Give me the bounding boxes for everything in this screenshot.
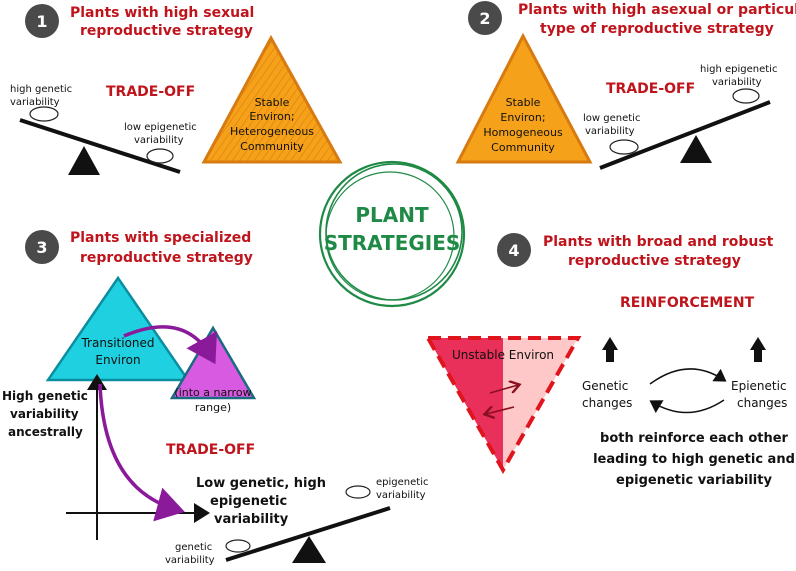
number-badge-3 [25,230,59,264]
q2-tri-line4: Community [491,141,555,154]
quadrant-3: 3 Plants with specialized reproductive s… [2,230,428,566]
quadrant-4: 4 Plants with broad and robust reproduct… [424,233,795,488]
number-badge-4-text: 4 [508,241,519,260]
q3-gen-line2: variability [165,555,215,566]
q1-left-label-1: high genetic [10,84,72,95]
number-badge-1-text: 1 [36,12,47,31]
q4-title-line2: reproductive strategy [568,253,741,269]
q4-unstable-left [428,338,503,470]
number-badge-3-text: 3 [36,238,47,257]
q3-seesaw-fulcrum [292,536,326,563]
q4-reinforcement: REINFORCEMENT [620,295,755,311]
q3-title-line2: reproductive strategy [80,250,253,266]
q4-gen-line1: Genetic [582,379,628,393]
q1-seesaw-beam [19,118,181,174]
q3-low-line2: epigenetic [210,494,287,509]
q1-tradeoff: TRADE-OFF [106,84,195,100]
q3-title-line1: Plants with specialized [70,230,251,246]
q4-cycle-arrow-top [649,368,727,385]
q4-gen-line2: changes [582,396,632,410]
q4-title-line1: Plants with broad and robust [543,234,774,250]
q1-tri-line2: Environ; [249,110,294,123]
center-title-line1: PLANT [355,203,429,227]
q2-tri-line3: Homogeneous [483,126,563,139]
q3-hg-line2: variability [10,407,79,421]
q1-left-label-2: variability [10,97,60,108]
q3-epi-line1: epigenetic [376,477,428,488]
q4-cycle-arrow-bottom [649,399,725,414]
q3-hg-line1: High genetic [2,389,88,403]
q4-foot-line1: both reinforce each other [600,431,789,446]
q4-foot-line2: leading to high genetic and [593,452,795,467]
center-title-line2: STRATEGIES [324,231,461,255]
q3-big-line2: Environ [95,353,140,367]
q1-title-line1: Plants with high sexual [70,5,254,21]
q3-small-line2: range) [195,401,231,414]
q3-transition-arrow [123,325,217,365]
q3-low-line1: Low genetic, high [196,476,326,491]
q1-stable-triangle [201,34,343,164]
q2-tri-line1: Stable [506,96,541,109]
q2-seesaw-fulcrum [680,135,712,163]
q1-tri-line4: Community [240,140,304,153]
q2-tradeoff: TRADE-OFF [606,81,695,97]
q1-seesaw-fulcrum [68,146,100,175]
q4-foot-line3: epigenetic variability [616,473,772,488]
q2-left-label-2: variability [585,126,635,137]
q2-weight-left [609,139,639,155]
center-logo: PLANT STRATEGIES [318,160,466,308]
q1-title-line2: reproductive strategy [80,23,253,39]
q4-epi-line2: changes [737,396,787,410]
q4-flux-arrow-left [486,407,515,414]
q4-epi-line1: Epienetic [731,379,787,393]
q3-gen-line1: genetic [175,542,212,553]
q3-seesaw-beam [225,506,391,562]
q2-seesaw-beam [599,100,771,170]
number-badge-1 [25,4,59,38]
number-badge-4 [497,233,531,267]
q1-right-label-1: low epigenetic [124,122,197,133]
q1-weight-left [29,106,59,122]
q4-unstable-label: Unstable Environ [452,348,554,362]
q1-tri-line3: Heterogeneous [230,125,314,138]
q3-small-line1: (into a narrow [174,386,251,399]
number-badge-2 [468,1,502,35]
q3-tradeoff: TRADE-OFF [166,442,255,458]
q2-weight-right [732,88,760,104]
q2-title-line1: Plants with high asexual or particular [518,2,796,18]
q2-stable-triangle [455,32,593,164]
q3-epi-line2: variability [376,490,426,501]
number-badge-2-text: 2 [479,9,490,28]
q1-right-label-2: variability [134,135,184,146]
q3-low-line3: variability [214,512,289,527]
quadrant-2: 2 Plants with high asexual or particular… [455,1,796,170]
q2-left-label-1: low genetic [583,113,640,124]
q3-big-line1: Transitioned [80,336,154,350]
q2-right-label-1: high epigenetic [700,64,777,75]
q3-decline-curve [98,383,185,522]
q2-tri-line2: Environ; [500,111,545,124]
q4-unstable-triangle [424,336,582,475]
q2-right-label-2: variability [712,77,762,88]
q3-weight-right [345,485,371,499]
q4-genetic-up-arrow [602,337,618,362]
q2-title-line2: type of reproductive strategy [540,21,774,37]
q4-epigenetic-up-arrow [750,337,766,362]
q1-weight-right [146,148,174,164]
q1-tri-line1: Stable [255,96,290,109]
quadrant-1: 1 Plants with high sexual reproductive s… [10,4,343,175]
q3-weight-left [225,539,251,553]
q3-hg-line3: ancestrally [8,425,83,439]
q4-flux-arrow-right [489,385,518,394]
